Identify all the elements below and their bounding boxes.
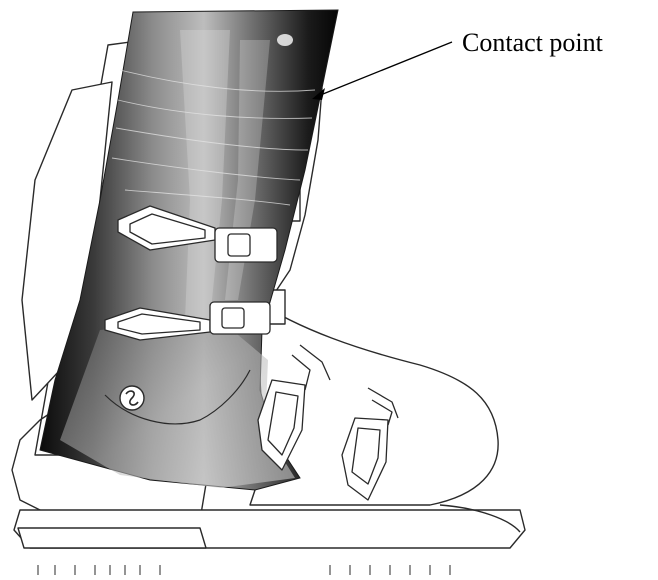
arrow — [312, 42, 452, 100]
contact-point-label: Contact point — [462, 28, 603, 58]
